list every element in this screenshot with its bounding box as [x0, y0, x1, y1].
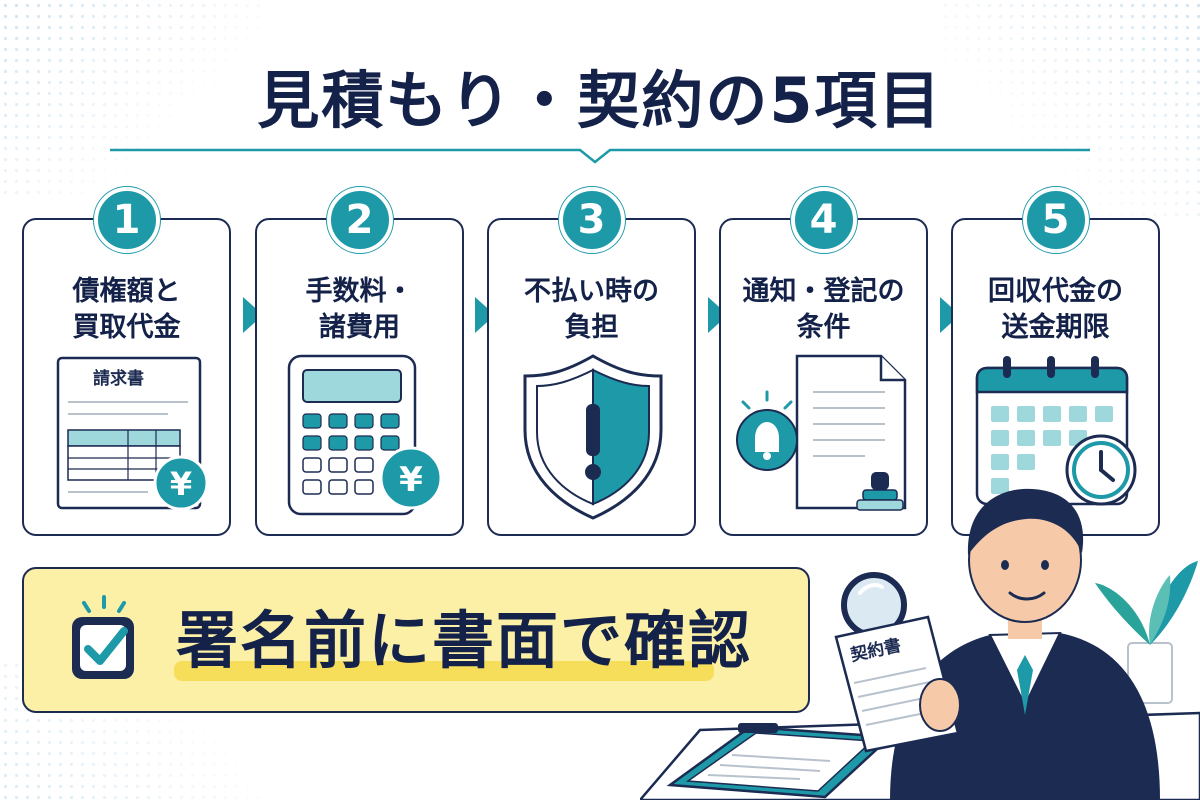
step-number-badge: 4 — [790, 187, 857, 253]
confirm-callout: 署名前に書面で確認 — [22, 567, 810, 713]
item-card-2: 2 手数料・ 諸費用 ¥ — [255, 187, 464, 536]
chevron-right-icon — [940, 297, 960, 333]
step-number-badge: 3 — [558, 187, 625, 253]
page-title: 見積もり・契約の5項目 — [257, 64, 943, 137]
background-dots — [940, 0, 1200, 220]
step-number-badge: 2 — [326, 187, 393, 253]
yen-icon: ¥ — [170, 465, 192, 503]
plant-icon — [1095, 561, 1198, 704]
item-card-3: 3 不払い時の 負担 — [487, 187, 696, 536]
yen-icon: ¥ — [399, 460, 423, 500]
item-card-1: 1 債権額と 買取代金 請求書 ¥ — [22, 187, 231, 536]
chevron-right-icon — [708, 297, 728, 333]
clipboard-icon — [666, 723, 893, 799]
checkbox-icon — [72, 595, 134, 679]
item-card-4: 4 通知・登記の 条件 — [719, 187, 928, 536]
item-label: 不払い時の 負担 — [524, 276, 659, 343]
background-dots — [0, 0, 260, 200]
title-divider — [110, 148, 1090, 164]
shield-warning-icon — [523, 354, 663, 520]
bell-document-icon — [736, 354, 907, 511]
calculator-icon: ¥ — [287, 354, 443, 516]
step-number-badge: 5 — [1022, 187, 1089, 253]
item-label: 回収代金の 送金期限 — [988, 276, 1123, 343]
chevron-right-icon — [243, 297, 263, 333]
callout-text: 署名前に書面で確認 — [176, 604, 753, 677]
invoice-icon: 請求書 ¥ — [56, 356, 209, 511]
chevron-right-icon — [475, 297, 495, 333]
text-highlight — [174, 661, 714, 681]
person-reviewing-contract-illustration: 契約書 — [640, 488, 1200, 800]
item-card-5: 5 回収代金の 送金期限 — [951, 187, 1160, 536]
step-number-badge: 1 — [93, 187, 160, 253]
calendar-clock-icon — [975, 356, 1137, 506]
invoice-title: 請求書 — [93, 368, 144, 389]
item-label: 手数料・ 諸費用 — [305, 276, 414, 343]
item-label: 通知・登記の 条件 — [742, 276, 905, 343]
item-label: 債権額と 買取代金 — [72, 276, 181, 343]
